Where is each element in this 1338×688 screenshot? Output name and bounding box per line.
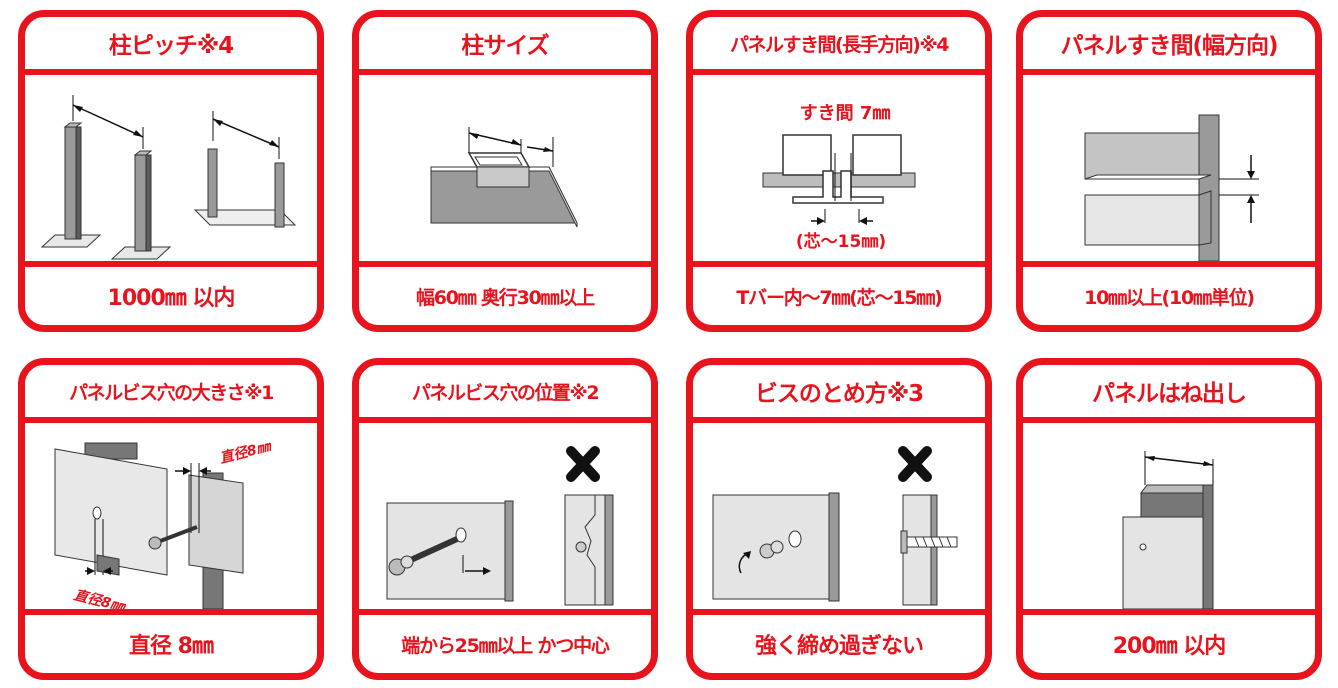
post-pitch-icon xyxy=(25,75,317,261)
card-value: Tバー内～7㎜(芯～15㎜) xyxy=(693,261,985,325)
card-value: 直径 8㎜ xyxy=(25,609,317,673)
card-value: 端から25㎜以上 かつ中心 xyxy=(359,609,651,673)
card-title: パネルビス穴の大きさ※1 xyxy=(25,365,317,423)
card-post-pitch: 柱ピッチ※4 xyxy=(18,10,324,332)
panel-gap-length-icon: すき間 7㎜ (芯～15㎜) xyxy=(693,75,985,261)
card-title: 柱ピッチ※4 xyxy=(25,17,317,75)
screw-fastening-icon xyxy=(693,423,985,609)
screw-hole-size-icon: 直径8㎜ 直径8㎜ xyxy=(25,423,317,609)
diameter-label-top: 直径8㎜ xyxy=(218,437,274,466)
card-value: 幅60㎜ 奥行30㎜以上 xyxy=(359,261,651,325)
post-size-icon xyxy=(359,75,651,261)
card-title: パネルすき間(幅方向) xyxy=(1023,17,1315,75)
card-title: パネルビス穴の位置※2 xyxy=(359,365,651,423)
card-title: パネルすき間(長手方向)※4 xyxy=(693,17,985,75)
card-title: 柱サイズ xyxy=(359,17,651,75)
card-panel-gap-length: パネルすき間(長手方向)※4 すき間 7㎜ (芯～15㎜) Tバー内～7㎜(芯～… xyxy=(686,10,992,332)
card-value: 強く締め過ぎない xyxy=(693,609,985,673)
panel-gap-width-icon xyxy=(1023,75,1315,261)
card-screw-fastening: ビスのとめ方※3 強く締め過ぎない xyxy=(686,358,992,680)
card-post-size: 柱サイズ 幅60㎜ 奥行30㎜以上 xyxy=(352,10,658,332)
card-title: パネルはね出し xyxy=(1023,365,1315,423)
card-title: ビスのとめ方※3 xyxy=(693,365,985,423)
card-value: 1000㎜ 以内 xyxy=(25,261,317,325)
center-label: (芯～15㎜) xyxy=(796,231,886,252)
card-value: 10㎜以上(10㎜単位) xyxy=(1023,261,1315,325)
diameter-label-bottom: 直径8㎜ xyxy=(72,586,128,609)
card-value: 200㎜ 以内 xyxy=(1023,609,1315,673)
card-screw-hole-position: パネルビス穴の位置※2 端から25㎜以上 かつ中心 xyxy=(352,358,658,680)
screw-hole-position-icon xyxy=(359,423,651,609)
panel-overhang-icon xyxy=(1023,423,1315,609)
card-screw-hole-size: パネルビス穴の大きさ※1 xyxy=(18,358,324,680)
gap-label: すき間 7㎜ xyxy=(800,103,891,124)
card-panel-overhang: パネルはね出し 200㎜ 以内 xyxy=(1016,358,1322,680)
card-panel-gap-width: パネルすき間(幅方向) 10㎜以上(10㎜単位) xyxy=(1016,10,1322,332)
